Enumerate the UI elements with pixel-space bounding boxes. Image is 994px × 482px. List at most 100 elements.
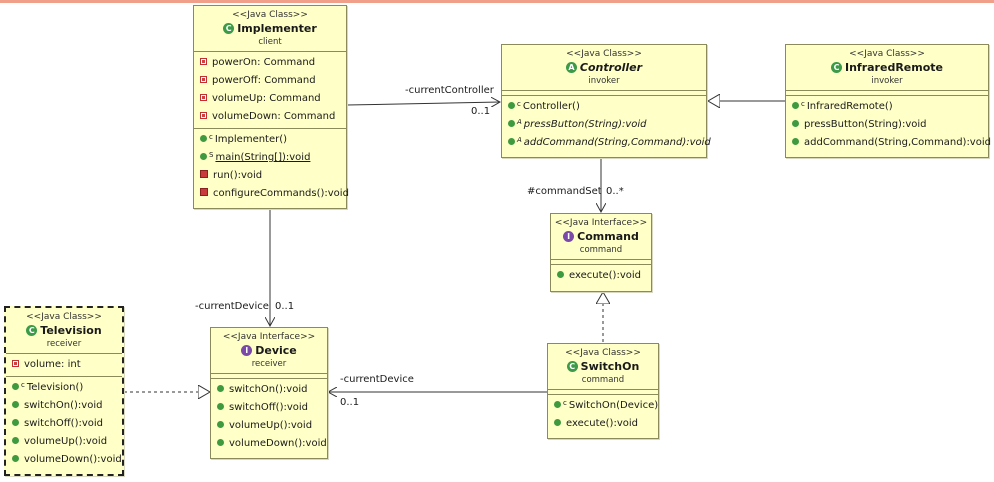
public-method-icon <box>792 119 799 127</box>
abstract-marker: A <box>517 118 522 126</box>
stereotype-label: <<Java Class>> <box>26 312 102 322</box>
public-method-icon <box>557 270 564 278</box>
field-icon <box>200 111 207 119</box>
stereotype-label: <<Java Class>> <box>565 348 641 358</box>
method-row[interactable]: pressButton(String):void <box>786 116 988 134</box>
constructor-marker: c <box>517 100 521 108</box>
constructor-marker: c <box>563 399 567 407</box>
fields-section <box>786 91 988 96</box>
method-row[interactable]: volumeUp():void <box>6 433 122 451</box>
method-row[interactable]: run():void <box>194 167 346 185</box>
label-current-controller-multiplicity: 0..1 <box>471 106 491 117</box>
package-label: command <box>579 245 623 255</box>
public-method-icon <box>200 134 207 142</box>
methods-section: execute():void <box>551 265 651 287</box>
field-row[interactable]: volumeUp: Command <box>194 90 346 108</box>
public-method-icon <box>508 137 515 145</box>
abstract-class-icon: A <box>565 61 577 73</box>
label-command-set-role: #commandSet <box>527 186 602 197</box>
method-row[interactable]: switchOn():void <box>6 397 122 415</box>
public-method-icon <box>554 400 561 408</box>
method-row[interactable]: switchOff():void <box>6 415 122 433</box>
stereotype-label: <<Java Interface>> <box>554 218 648 228</box>
field-icon <box>200 93 207 101</box>
public-method-icon <box>217 420 224 428</box>
stereotype-label: <<Java Class>> <box>232 10 308 20</box>
public-method-icon <box>508 119 515 127</box>
label-implementer-device-multiplicity: 0..1 <box>275 301 295 312</box>
assoc-implementer-controller[interactable] <box>346 102 500 105</box>
method-row[interactable]: addCommand(String,Command):void <box>786 134 991 152</box>
field-row[interactable]: powerOn: Command <box>194 54 346 72</box>
interface-name: Device <box>255 344 297 357</box>
fields-section <box>551 260 651 265</box>
class-name: SwitchOn <box>580 360 640 373</box>
public-method-icon <box>554 418 561 426</box>
label-implementer-device-role: -currentDevice <box>195 301 269 312</box>
field-row[interactable]: volumeDown: Command <box>194 108 346 126</box>
package-label: client <box>258 37 282 47</box>
private-method-icon <box>200 188 208 196</box>
method-row[interactable]: configureCommands():void <box>194 185 349 203</box>
field-row[interactable]: volume: int <box>6 356 122 374</box>
label-switchon-device-multiplicity: 0..1 <box>340 397 360 408</box>
field-row[interactable]: powerOff: Command <box>194 72 346 90</box>
constructor-marker: c <box>209 133 213 141</box>
fields-section: volume: int <box>6 354 122 377</box>
private-method-icon <box>200 170 208 178</box>
class-name: InfraredRemote <box>845 61 943 74</box>
package-label: receiver <box>46 339 82 349</box>
fields-section: powerOn: Command powerOff: Command volum… <box>194 52 346 129</box>
public-method-icon <box>12 382 19 390</box>
method-row[interactable]: switchOn():void <box>211 381 327 399</box>
constructor-marker: c <box>801 100 805 108</box>
field-icon <box>12 359 19 367</box>
abstract-marker: A <box>517 136 522 144</box>
public-method-icon <box>792 137 799 145</box>
method-row[interactable]: volumeDown():void <box>6 451 122 469</box>
method-row[interactable]: execute():void <box>551 267 651 285</box>
method-row[interactable]: switchOff():void <box>211 399 327 417</box>
stereotype-label: <<Java Class>> <box>566 49 642 59</box>
public-method-icon <box>792 101 799 109</box>
class-icon: C <box>223 22 235 34</box>
method-row[interactable]: volumeDown():void <box>211 435 327 453</box>
top-accent-bar <box>0 0 994 3</box>
class-name: Television <box>40 324 102 337</box>
interface-name: Command <box>577 230 639 243</box>
field-icon <box>200 57 207 65</box>
label-command-set-multiplicity: 0..* <box>606 186 624 197</box>
method-row[interactable]: volumeUp():void <box>211 417 327 435</box>
public-method-icon <box>217 384 224 392</box>
package-label: invoker <box>871 76 903 86</box>
method-row[interactable]: execute():void <box>548 415 658 433</box>
class-name: Implementer <box>237 22 317 35</box>
public-method-icon <box>12 418 19 426</box>
class-icon: C <box>26 324 38 336</box>
public-method-icon <box>12 454 19 462</box>
label-current-controller-role: -currentController <box>405 85 494 96</box>
fields-section <box>502 91 706 96</box>
